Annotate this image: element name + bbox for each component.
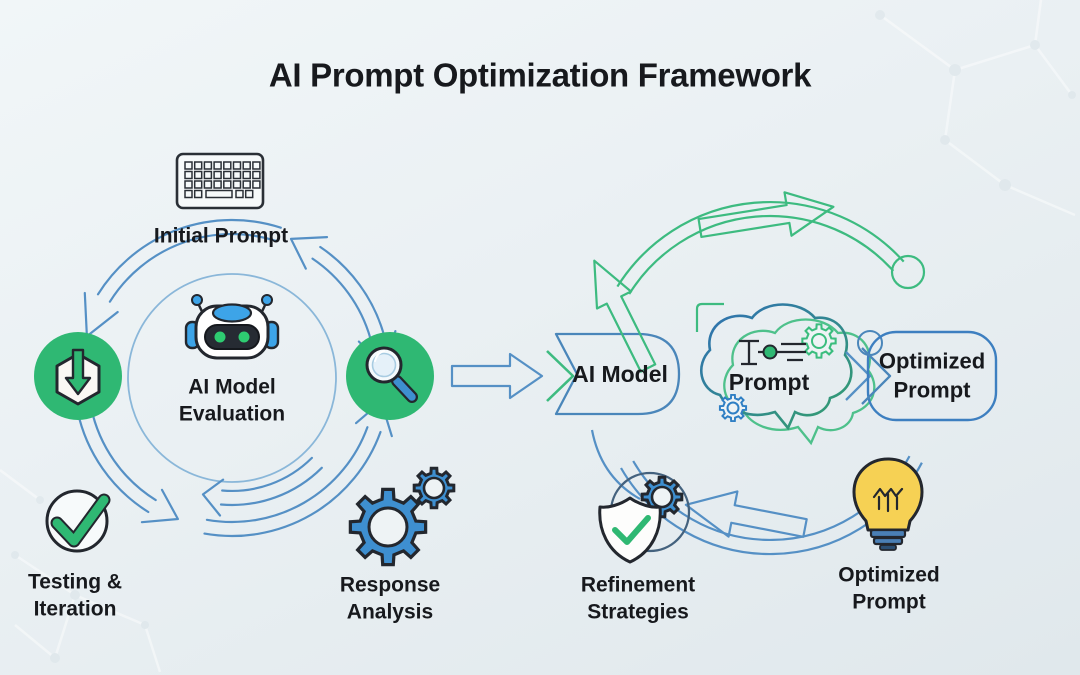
ai-model-box [554,332,681,416]
refinement-strategies-label: Refinement Strategies [580,573,696,624]
green-cycle-arrow [593,191,926,373]
download-shield-icon [34,332,122,420]
diagram-title: AI Prompt Optimization Framework [268,56,812,94]
magnifier-icon [346,332,434,420]
check-circle-icon [45,489,111,553]
initial-prompt-label: Initial Prompt [153,224,289,248]
gears-icon [348,466,456,567]
optimized-prompt-label: Optimized Prompt [838,563,940,614]
chat-bubble-icon [695,302,876,446]
flow-arrow-icon [450,350,575,402]
gear-icon [718,323,837,423]
keyboard-icon [175,152,265,210]
lightbulb-icon [852,457,924,551]
optimized-prompt-box-label: Optimized Prompt [878,348,986,402]
slider-settings-icon [739,339,806,366]
robot-icon [184,294,280,360]
optimized-prompt-box [845,330,998,422]
testing-iteration-label: Testing & Iteration [27,570,123,621]
prompt-label: Prompt [728,369,810,396]
shield-check-gear-icon [598,471,691,564]
ai-model-label: AI Model [572,361,668,388]
ai-model-evaluation-label: AI Model Evaluation [178,375,286,426]
left-cycle-inner-circle [127,273,337,483]
response-analysis-label: Response Analysis [339,573,441,624]
